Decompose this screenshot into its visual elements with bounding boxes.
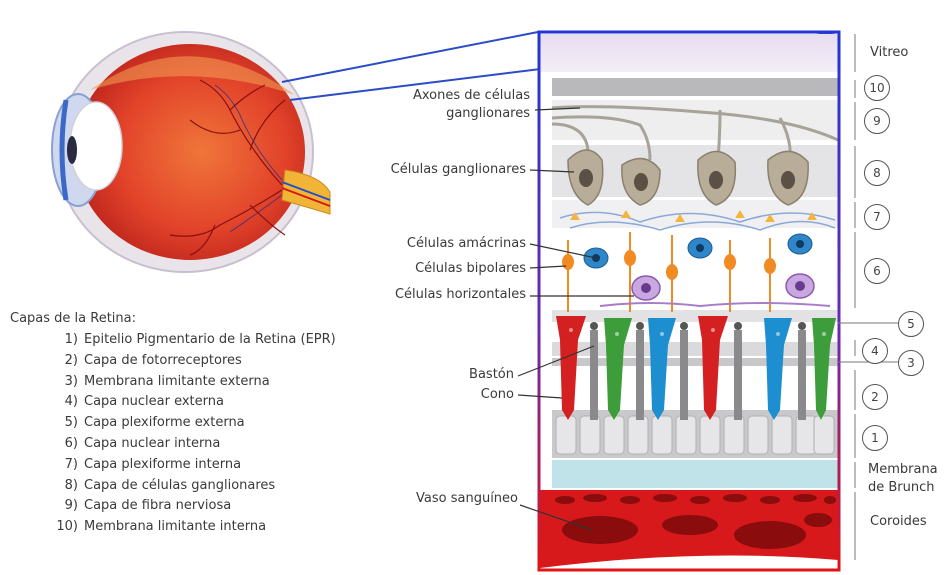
eye-illustration xyxy=(52,32,330,272)
retina-section xyxy=(540,34,838,568)
label-amacrine-cells: Células amácrinas xyxy=(390,236,526,251)
layer-number-4: 4 xyxy=(862,338,888,364)
legend-item: 9)Capa de fibra nerviosa xyxy=(48,496,336,517)
legend-item: 10)Membrana limitante interna xyxy=(48,517,336,538)
legend-item: 6)Capa nuclear interna xyxy=(48,434,336,455)
label-bruch-line2: de Brunch xyxy=(868,480,935,495)
legend-item: 1)Epitelio Pigmentario de la Retina (EPR… xyxy=(48,330,336,351)
label-horizontal-cells: Células horizontales xyxy=(380,287,526,302)
layer-number-2: 2 xyxy=(862,384,888,410)
legend-item: 4)Capa nuclear externa xyxy=(48,392,336,413)
layer-number-7: 7 xyxy=(864,204,890,230)
legend-title: Capas de la Retina: xyxy=(10,311,136,326)
layer-number-9: 9 xyxy=(864,108,890,134)
label-ganglion-cells: Células ganglionares xyxy=(380,162,526,177)
legend-item: 5)Capa plexiforme externa xyxy=(48,413,336,434)
label-vitreous: Vitreo xyxy=(870,45,908,60)
label-choroid: Coroides xyxy=(870,514,927,529)
legend-item: 2)Capa de fotorreceptores xyxy=(48,351,336,372)
legend-list: 1)Epitelio Pigmentario de la Retina (EPR… xyxy=(48,330,336,538)
label-axones-line1: Axones de células xyxy=(408,88,530,103)
legend-item: 3)Membrana limitante externa xyxy=(48,372,336,393)
layer-number-8: 8 xyxy=(864,160,890,186)
label-bipolar-cells: Células bipolares xyxy=(390,261,526,276)
layer-number-3: 3 xyxy=(898,350,924,376)
label-bruch-line1: Membrana xyxy=(868,462,938,477)
legend-item: 8)Capa de células ganglionares xyxy=(48,476,336,497)
label-axones-line2: ganglionares xyxy=(408,106,530,121)
layer-number-1: 1 xyxy=(862,425,888,451)
label-rod: Bastón xyxy=(440,367,514,382)
layer-number-10: 10 xyxy=(864,75,890,101)
label-blood-vessel: Vaso sanguíneo xyxy=(400,491,518,506)
layer-number-6: 6 xyxy=(864,258,890,284)
layer-number-5: 5 xyxy=(898,311,924,337)
legend-item: 7)Capa plexiforme interna xyxy=(48,455,336,476)
label-cone: Cono xyxy=(440,387,514,402)
